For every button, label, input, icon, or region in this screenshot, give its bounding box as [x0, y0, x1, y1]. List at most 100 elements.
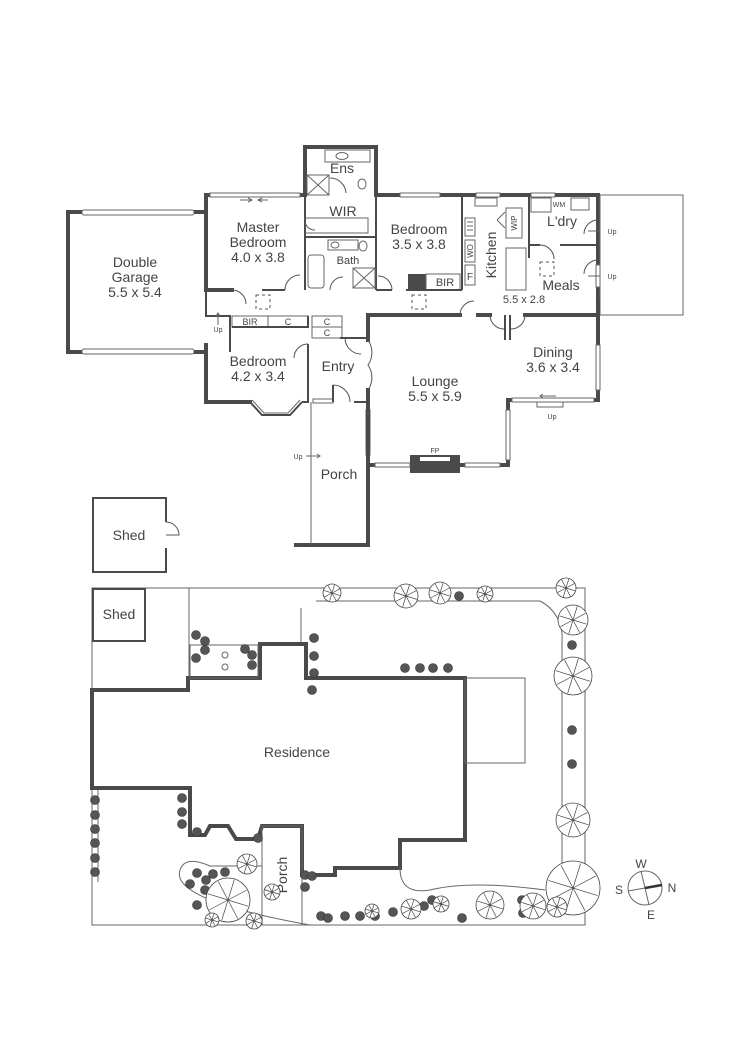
- fireplace-label: FP: [431, 448, 440, 455]
- room-labels: Ens WIR Master Bedroom 4.0 x 3.8 Bedroom…: [108, 160, 616, 482]
- shrub-icon: [428, 663, 438, 673]
- garden-bed-edge: [316, 600, 563, 912]
- meals-light-fixture: [539, 261, 555, 277]
- courtyard: [189, 644, 259, 679]
- hall-cupboard-3: [311, 326, 343, 339]
- laundry-up-label: Up: [608, 229, 617, 236]
- tree-icon: [555, 802, 591, 838]
- shrub-icon: [323, 913, 333, 923]
- site-plan: Shed Residence Porch: [90, 587, 586, 926]
- shrub-icon: [340, 911, 350, 921]
- tree-icon: [519, 892, 547, 920]
- room-laundry-label: L'dry: [547, 213, 577, 229]
- cupboard-2-label: C: [324, 317, 331, 327]
- laundry-door: [539, 244, 555, 260]
- shed-detached: Shed: [92, 497, 180, 573]
- shrub-icon: [191, 653, 201, 663]
- bedroom2-door: [377, 275, 393, 291]
- bay-window: [249, 401, 303, 416]
- tree-icon: [204, 912, 220, 928]
- shrub-icon: [309, 633, 319, 643]
- dining-sliding-door: [511, 397, 595, 403]
- room-wir-label: WIR: [329, 203, 356, 219]
- lounge-south-window-a: [374, 462, 411, 468]
- entry-walls: [332, 385, 368, 403]
- lounge-east-window: [505, 409, 511, 461]
- master-west-wall: [204, 193, 234, 292]
- shrub-icon: [567, 725, 577, 735]
- tree-icon: [475, 890, 505, 920]
- fridge-space: [464, 264, 476, 286]
- shrub-icon: [200, 645, 210, 655]
- courtyard-fixture-2: [221, 663, 229, 671]
- residence-outline: [90, 642, 467, 877]
- tree-icon: [546, 896, 568, 918]
- residence-label: Residence: [264, 744, 330, 760]
- ensuite-shower: [306, 174, 330, 196]
- shrub-icon: [90, 824, 100, 834]
- garage-up-label: Up: [214, 327, 223, 334]
- site-shed: [92, 588, 146, 642]
- room-garage-line1: Double: [113, 254, 158, 270]
- room-porch-label: Porch: [321, 466, 358, 482]
- dining-double-door: [489, 314, 526, 330]
- tree-icon: [393, 583, 419, 609]
- shrub-icon: [200, 636, 210, 646]
- room-garage-line2: Garage: [112, 269, 159, 285]
- shrub-icon: [90, 810, 100, 820]
- tree-icon: [245, 912, 263, 930]
- shrub-icon: [177, 793, 187, 803]
- shrub-icon: [90, 867, 100, 877]
- room-master-dims: 4.0 x 3.8: [231, 249, 285, 265]
- ensuite-vanity: [324, 149, 371, 163]
- room-master-line2: Bedroom: [230, 234, 287, 250]
- shrub-icon: [208, 869, 218, 879]
- shrub-icon: [309, 651, 319, 661]
- tree-icon: [557, 604, 589, 636]
- shrub-icon: [309, 668, 319, 678]
- room-bedroom2-label: Bedroom: [391, 221, 448, 237]
- wip-label: WIP: [510, 215, 519, 230]
- bathtub-icon: [307, 254, 325, 289]
- dining-pillar: [504, 315, 511, 340]
- room-kitchen-label: Kitchen: [483, 232, 499, 279]
- wir-bath-walls: [304, 195, 377, 290]
- shrub-icon: [201, 875, 211, 885]
- shrub-icon: [90, 853, 100, 863]
- fridge-label: F: [467, 272, 473, 283]
- cupboard-3-label: C: [324, 328, 331, 338]
- shrub-icon: [388, 907, 398, 917]
- porch-walls: [294, 400, 370, 547]
- tree-icon: [432, 895, 450, 913]
- shrub-icon: [240, 644, 250, 654]
- shed-walls: [92, 497, 167, 573]
- meals-door: [459, 300, 475, 316]
- shrub-icon: [454, 591, 464, 601]
- bath-shower: [352, 267, 376, 289]
- entry-north-door: [344, 337, 362, 355]
- kitchen-sink: [474, 197, 498, 207]
- garage-door-top: [81, 209, 195, 216]
- room-lounge-dims: 5.5 x 5.9: [408, 388, 462, 404]
- laundry-trough: [530, 197, 552, 213]
- laundry-tub: [570, 197, 590, 211]
- room-bath-label: Bath: [337, 255, 360, 267]
- shrub-icon: [191, 630, 201, 640]
- shrub-icon: [307, 685, 317, 695]
- site-shed-label: Shed: [103, 606, 136, 622]
- compass-rose: W N S E: [615, 857, 676, 922]
- wir-door: [304, 217, 316, 231]
- kitchen-island: [505, 247, 527, 291]
- room-dining-dims: 3.6 x 3.4: [526, 359, 580, 375]
- ensuite-walls: [303, 145, 378, 197]
- bed3-east-wall: [302, 344, 309, 403]
- ensuite-basin: [335, 152, 349, 160]
- bed3-walls: [204, 343, 252, 404]
- bath-vanity: [327, 239, 359, 251]
- shrub-icon: [443, 663, 453, 673]
- dining-window: [595, 344, 601, 391]
- floor-plan: [66, 145, 684, 547]
- washing-machine-label: WM: [553, 202, 566, 209]
- entry-side-window: [312, 398, 334, 404]
